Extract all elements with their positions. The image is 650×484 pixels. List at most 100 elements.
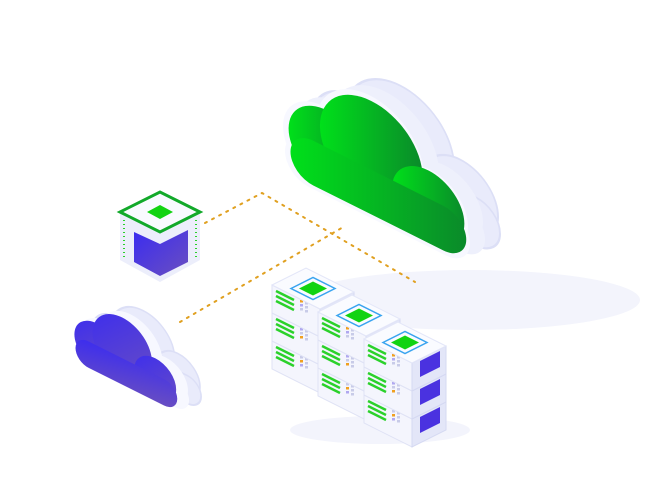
led-icon	[305, 302, 308, 305]
led-icon	[346, 355, 349, 358]
led-icon	[397, 384, 400, 387]
led-icon	[351, 361, 354, 364]
led-icon	[346, 359, 349, 362]
led-icon	[351, 393, 354, 396]
chip-frame	[335, 303, 383, 328]
connector-cube-to-servers	[204, 191, 416, 283]
led-icon	[346, 327, 349, 330]
led-icon	[397, 364, 400, 367]
led-icon	[300, 364, 303, 367]
server-status-line	[321, 326, 341, 339]
server-status-line	[367, 404, 387, 417]
led-icon	[300, 300, 303, 303]
led-icon	[397, 388, 400, 391]
server-status-line	[321, 377, 341, 390]
led-icon	[305, 310, 308, 313]
led-icon	[351, 357, 354, 360]
chip-frame	[289, 276, 337, 301]
server-status-line	[275, 294, 295, 307]
connector-cloud-to-main	[179, 225, 346, 323]
led-icon	[346, 383, 349, 386]
chip-frame	[381, 330, 429, 355]
led-icon	[397, 392, 400, 395]
server-panel	[420, 379, 440, 405]
led-icon	[351, 385, 354, 388]
led-icon	[300, 304, 303, 307]
led-icon	[305, 330, 308, 333]
server-unit	[363, 338, 447, 392]
led-icon	[397, 412, 400, 415]
server-status-line	[275, 299, 295, 312]
server-status-line	[321, 316, 341, 329]
led-icon	[397, 356, 400, 359]
server-status-line	[275, 350, 295, 363]
server-status-line	[367, 343, 387, 356]
led-icon	[346, 391, 349, 394]
led-icon	[392, 386, 395, 389]
server-status-line	[367, 381, 387, 394]
chip-icon	[345, 308, 373, 323]
server-status-line	[367, 376, 387, 389]
led-icon	[351, 365, 354, 368]
server-status-line	[275, 289, 295, 302]
led-icon	[351, 329, 354, 332]
server-panel	[420, 351, 440, 377]
server-status-line	[321, 349, 341, 362]
server-status-line	[367, 371, 387, 384]
server-status-line	[367, 353, 387, 366]
led-icon	[351, 337, 354, 340]
led-icon	[346, 331, 349, 334]
led-icon	[392, 354, 395, 357]
led-icon	[305, 358, 308, 361]
server-panel	[420, 407, 440, 433]
server-status-line	[275, 355, 295, 368]
server-status-line	[367, 409, 387, 422]
led-icon	[305, 306, 308, 309]
server-status-line	[321, 321, 341, 334]
chip-cube-icon	[116, 190, 204, 282]
server-status-line	[321, 382, 341, 395]
led-icon	[305, 334, 308, 337]
led-icon	[300, 332, 303, 335]
led-icon	[392, 362, 395, 365]
led-icon	[300, 336, 303, 339]
server-status-line	[367, 399, 387, 412]
led-icon	[300, 360, 303, 363]
led-icon	[346, 363, 349, 366]
server-rack-icon	[270, 267, 448, 448]
led-icon	[346, 335, 349, 338]
led-icon	[392, 418, 395, 421]
led-icon	[300, 356, 303, 359]
led-icon	[351, 333, 354, 336]
led-icon	[392, 358, 395, 361]
led-icon	[392, 390, 395, 393]
server-status-line	[275, 327, 295, 340]
chip-icon	[391, 335, 419, 350]
server-status-line	[321, 372, 341, 385]
purple-cloud-icon	[74, 284, 203, 415]
led-icon	[351, 389, 354, 392]
led-icon	[305, 362, 308, 365]
led-icon	[397, 416, 400, 419]
server-stack	[362, 321, 448, 448]
server-status-line	[321, 354, 341, 367]
led-icon	[346, 387, 349, 390]
led-icon	[300, 308, 303, 311]
led-icon	[397, 420, 400, 423]
led-icon	[392, 382, 395, 385]
server-status-line	[275, 322, 295, 335]
led-icon	[300, 328, 303, 331]
led-icon	[305, 338, 308, 341]
chip-icon	[299, 281, 327, 296]
server-status-line	[275, 345, 295, 358]
server-status-line	[367, 348, 387, 361]
led-icon	[305, 366, 308, 369]
led-icon	[397, 360, 400, 363]
green-cloud-icon	[283, 40, 502, 268]
led-icon	[392, 414, 395, 417]
led-icon	[392, 410, 395, 413]
server-status-line	[321, 344, 341, 357]
server-unit	[363, 366, 447, 420]
